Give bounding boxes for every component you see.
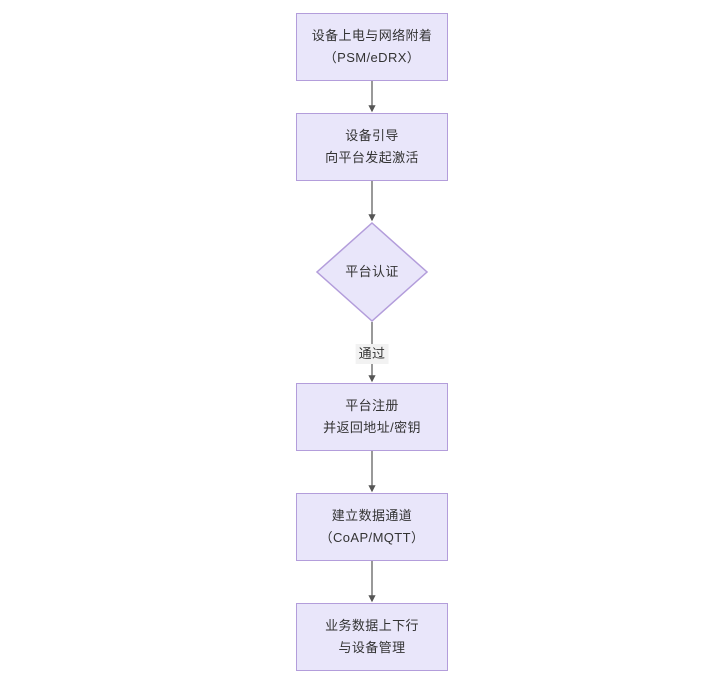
flow-node-label-n2: 设备引导 向平台发起激活 (325, 128, 419, 165)
flow-node-n5[interactable]: 建立数据通道 （CoAP/MQTT） (296, 493, 448, 561)
flow-node-label-n5: 建立数据通道 （CoAP/MQTT） (319, 508, 425, 545)
flow-node-label-n4: 平台注册 并返回地址/密钥 (323, 398, 421, 435)
flow-node-n2[interactable]: 设备引导 向平台发起激活 (296, 113, 448, 181)
edge-label-e3: 通过 (355, 344, 389, 364)
flow-node-n4[interactable]: 平台注册 并返回地址/密钥 (296, 383, 448, 451)
flow-node-n3[interactable]: 平台认证 (316, 222, 428, 322)
flow-node-label-n3: 平台认证 (345, 264, 399, 279)
flow-node-label-n1: 设备上电与网络附着 （PSM/eDRX） (311, 28, 433, 65)
decision-diamond-shape (316, 222, 428, 322)
flow-node-n1[interactable]: 设备上电与网络附着 （PSM/eDRX） (296, 13, 448, 81)
flow-node-n6[interactable]: 业务数据上下行 与设备管理 (296, 603, 448, 671)
flow-node-label-n6: 业务数据上下行 与设备管理 (325, 618, 419, 655)
